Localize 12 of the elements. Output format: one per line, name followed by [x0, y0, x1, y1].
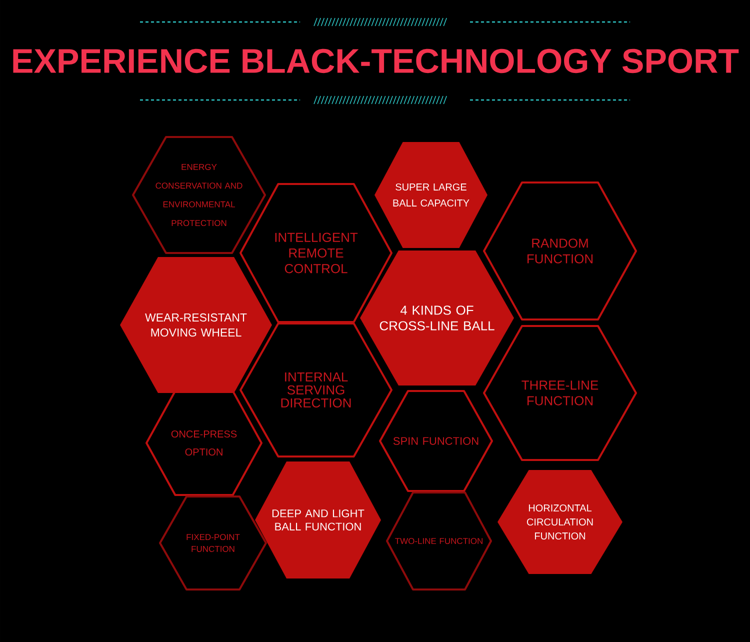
title: EXPERIENCE BLACK-TECHNOLOGY SPORT [13, 48, 739, 74]
hexagon-outline: RANDOM FUNCTION [483, 182, 637, 320]
filled-hexagon: 4 KINDS OF CROSS-LINE BALL [360, 250, 514, 386]
filled-hexagon: DEEP AND LIGHT BALL FUNCTION [255, 462, 381, 578]
filled-hexagon: WEAR-RESISTANT MOVING WHEEL [120, 257, 272, 393]
hexagon-outline: ONCE-PRESS OPTION [146, 390, 262, 496]
hexagon-outline: TWO-LINE FUNCTION [386, 492, 492, 590]
filled-hexagon: HORIZONTAL CIRCULATION FUNCTION [498, 470, 622, 574]
hexagon-outline: SPIN FUNCTION [379, 390, 493, 492]
hexagon-outline: ENERGY CONSERVATION AND ENVIRONMENTAL PROTECTION [132, 136, 266, 254]
hexagon-outline: FIXED-POINT FUNCTION [159, 496, 267, 590]
filled-hexagon: SUPER LARGE BALL CAPACITY [374, 142, 488, 248]
